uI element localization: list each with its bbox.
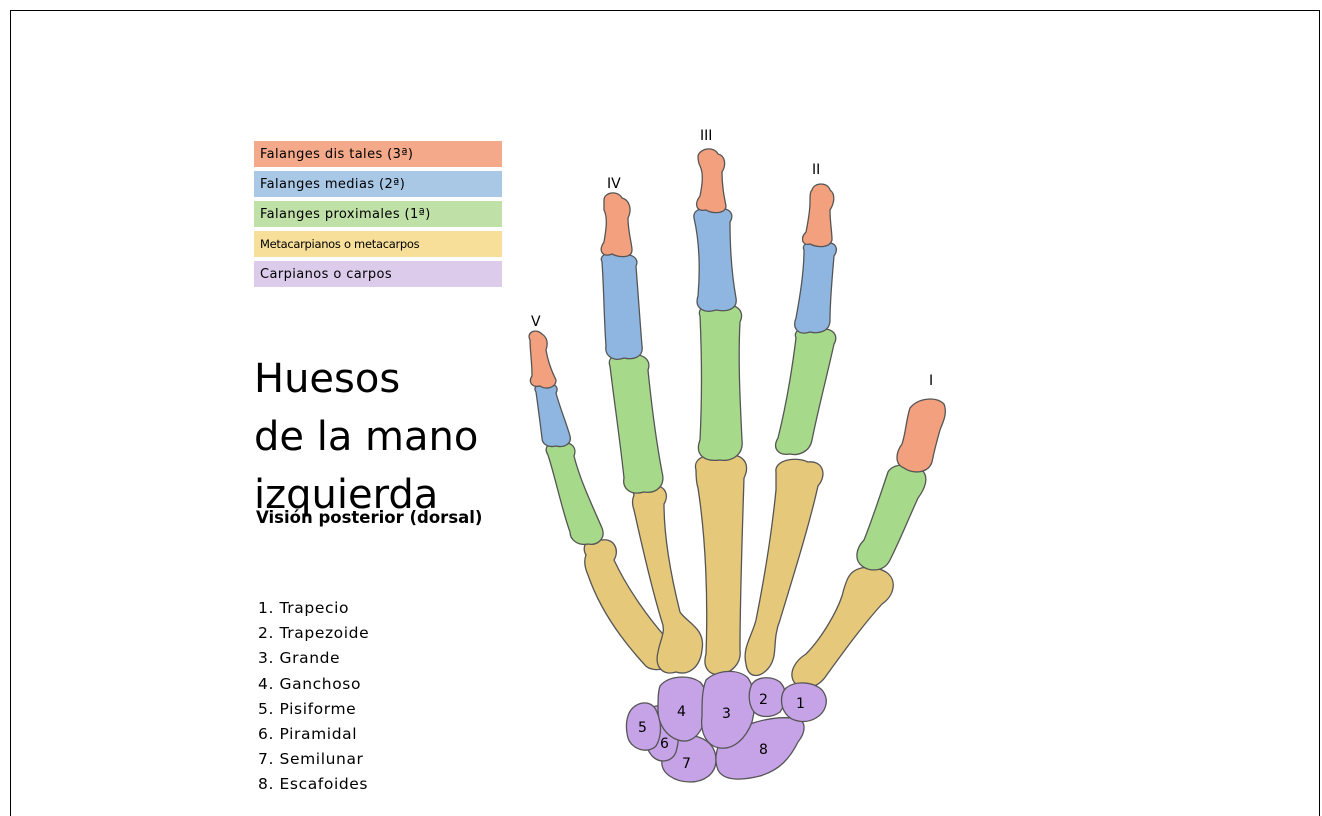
distal-phalanx-iii [697,149,726,213]
proximal-phalanx-ii [776,328,836,454]
metacarpal-iii [695,455,746,675]
proximal-phalanx-iv [609,354,663,493]
carpal-number-8: 8 [759,742,768,758]
distal-phalanx-ii [803,184,834,247]
middle-phalanx-v [535,384,570,447]
metacarpal-ii [745,459,823,675]
finger-iii: III [694,128,747,674]
finger-label-i: I [929,373,933,389]
distal-phalanx-i [897,399,945,472]
finger-ii: II [745,162,836,676]
middle-phalanx-ii [795,242,837,333]
carpal-number-5: 5 [638,720,647,736]
distal-phalanx-iv [601,193,632,257]
carpal-number-2: 2 [759,692,768,708]
carpal-number-6: 6 [660,736,669,752]
carpal-bones: 1 2 3 4 5 6 7 8 [627,671,827,782]
middle-phalanx-iii [694,208,736,311]
finger-label-iv: IV [607,176,621,192]
carpal-number-3: 3 [722,706,731,722]
proximal-phalanx-v [546,443,603,545]
proximal-phalanx-iii [698,304,742,460]
carpal-number-4: 4 [677,704,686,720]
proximal-phalanx-i [857,465,926,570]
finger-label-iii: III [700,128,712,144]
distal-phalanx-v [529,331,556,388]
finger-label-ii: II [812,162,820,178]
middle-phalanx-iv [601,253,642,359]
carpal-number-7: 7 [682,756,691,772]
carpal-number-1: 1 [796,696,805,712]
metacarpal-i [792,567,893,687]
finger-label-v: V [531,314,541,330]
